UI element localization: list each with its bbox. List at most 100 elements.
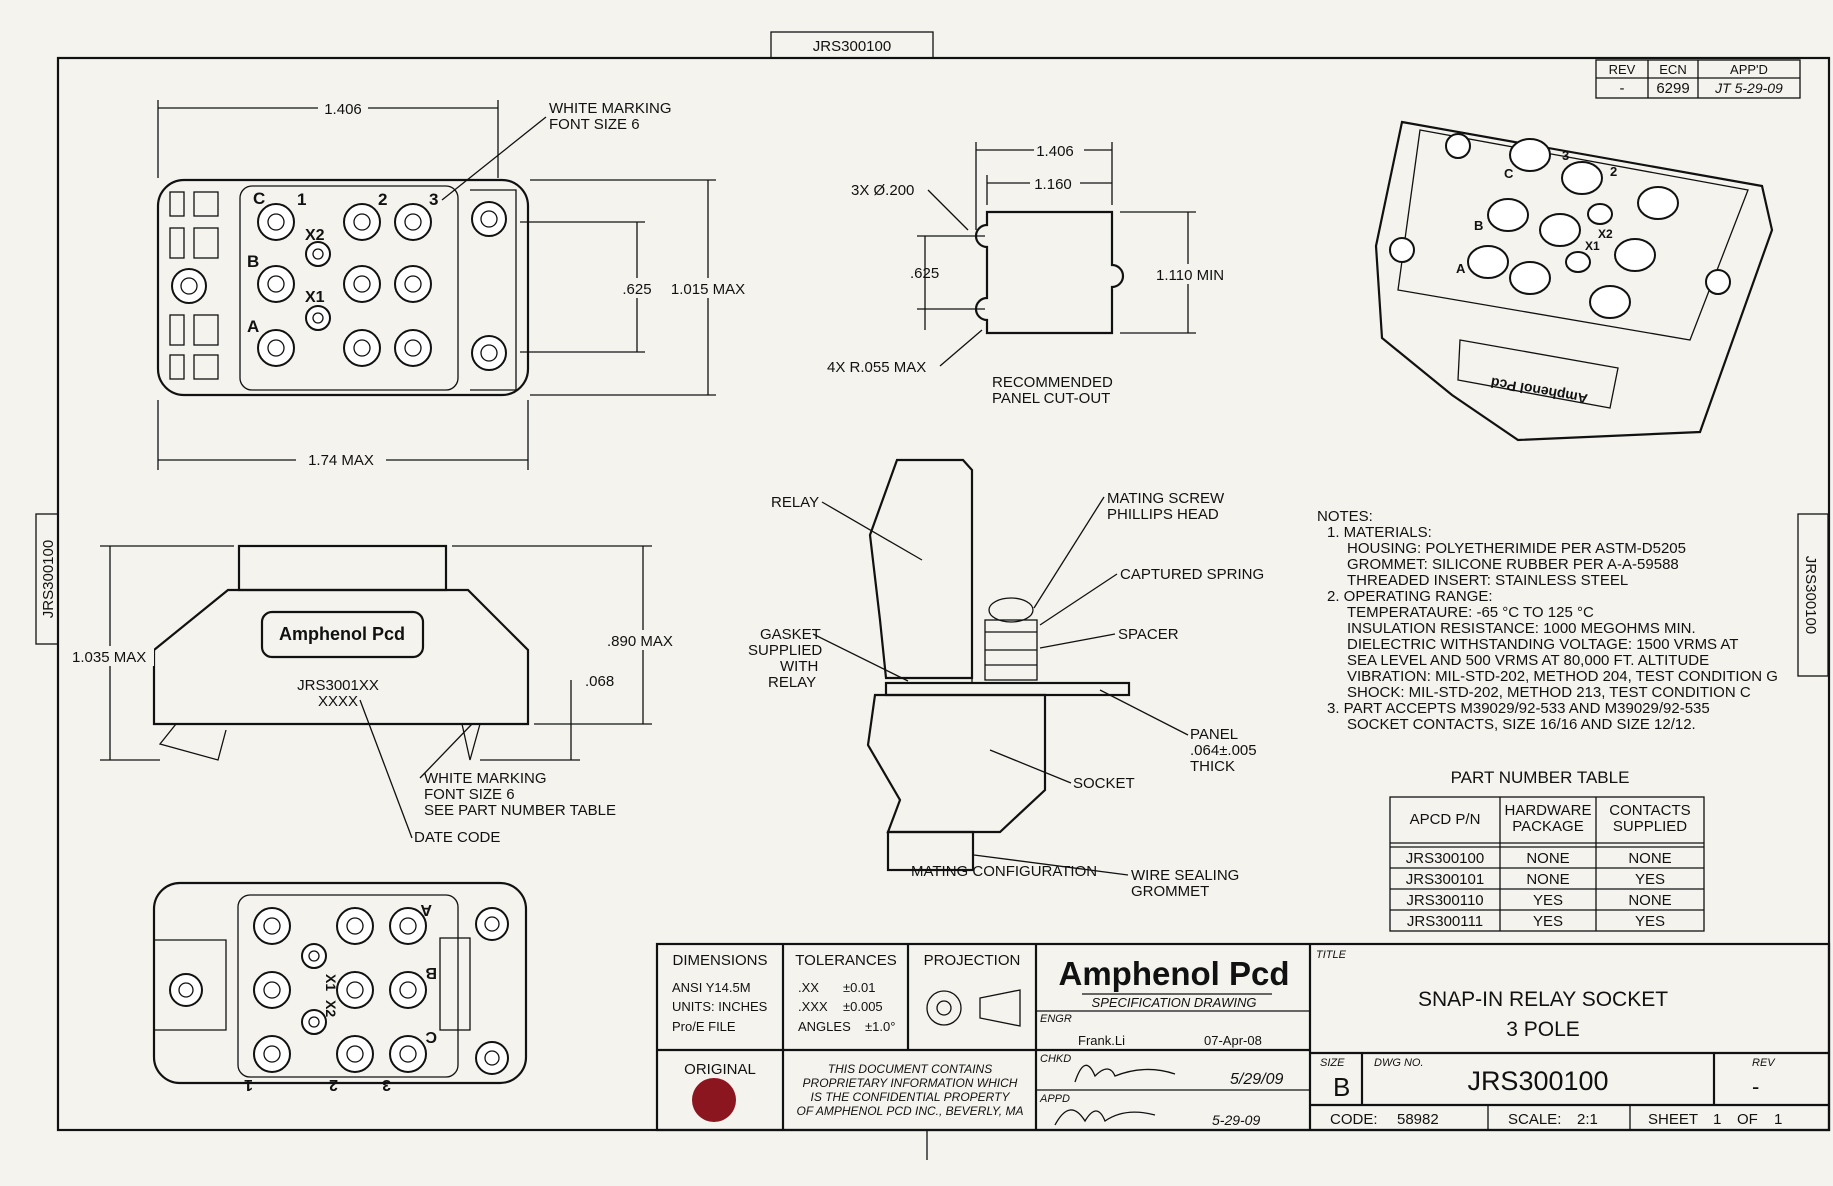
tb-tol-key: .XX bbox=[798, 980, 819, 995]
bottom-col-label-3: 3 bbox=[382, 1076, 391, 1093]
side-note-3: SEE PART NUMBER TABLE bbox=[424, 802, 616, 819]
tb-dim-2: UNITS: INCHES bbox=[672, 999, 768, 1014]
side-view-brand: Amphenol Pcd bbox=[279, 624, 405, 644]
pt-cell: NONE bbox=[1628, 892, 1671, 909]
tb-scale-label: SCALE: bbox=[1508, 1111, 1561, 1128]
mating-gasket-4: RELAY bbox=[768, 674, 816, 691]
mating-screw-head bbox=[988, 597, 1034, 623]
pt-cell: YES bbox=[1635, 871, 1665, 888]
tb-engr-date: 07-Apr-08 bbox=[1204, 1033, 1262, 1048]
side-view-part: JRS3001XX bbox=[297, 677, 379, 694]
top-contact-grid bbox=[257, 203, 432, 367]
mating-caption: MATING CONFIGURATION bbox=[911, 863, 1097, 880]
pt-header-hw-1: HARDWARE bbox=[1505, 802, 1592, 819]
tb-appd-date: 5-29-09 bbox=[1212, 1112, 1260, 1128]
tb-tol-val: ±0.005 bbox=[843, 999, 883, 1014]
tb-title-1: SNAP-IN RELAY SOCKET bbox=[1418, 988, 1668, 1011]
tb-tolerances-h: TOLERANCES bbox=[795, 952, 896, 969]
tb-code: 58982 bbox=[1397, 1111, 1439, 1128]
col-label-3: 3 bbox=[429, 190, 438, 209]
tb-rev: - bbox=[1752, 1074, 1759, 1099]
pt-cell: YES bbox=[1533, 892, 1563, 909]
iso-label-3: 3 bbox=[1562, 148, 1569, 163]
mating-gasket-2: SUPPLIED bbox=[748, 642, 822, 659]
tb-dwg-label: DWG NO. bbox=[1374, 1057, 1424, 1069]
top-view-latch bbox=[470, 189, 517, 391]
tb-appd-label: APPD bbox=[1039, 1093, 1070, 1105]
bottom-view: A B C 1 2 3 X1 X2 bbox=[152, 881, 528, 1093]
tb-size: B bbox=[1333, 1072, 1350, 1102]
mount-hole-right-bottom bbox=[471, 335, 507, 371]
tb-title-label: TITLE bbox=[1316, 949, 1347, 961]
pt-cell: NONE bbox=[1526, 871, 1569, 888]
bottom-contact-grid bbox=[253, 907, 427, 1073]
iso-contacts bbox=[1467, 138, 1679, 319]
projection-circle-inner bbox=[936, 1000, 952, 1016]
notes-line: GROMMET: SILICONE RUBBER PER A-A-59588 bbox=[1347, 556, 1679, 573]
notes-heading: NOTES: bbox=[1317, 508, 1373, 525]
bottom-col-label-2: 2 bbox=[329, 1076, 338, 1093]
bottom-mount-hole-right-top bbox=[475, 907, 509, 941]
iso-label-b: B bbox=[1474, 218, 1483, 233]
pt-header-hw-2: PACKAGE bbox=[1512, 818, 1583, 835]
original-stamp bbox=[692, 1078, 736, 1122]
mating-panel-3: THICK bbox=[1190, 758, 1235, 775]
notes-line: VIBRATION: MIL-STD-202, METHOD 204, TEST… bbox=[1347, 668, 1778, 685]
iso-body bbox=[1374, 120, 1774, 442]
tb-tol-val: ±1.0° bbox=[865, 1019, 895, 1034]
tb-rev-label: REV bbox=[1752, 1057, 1776, 1069]
col-label-1: 1 bbox=[297, 190, 306, 209]
cutout-outline bbox=[974, 210, 1125, 335]
dim-width: 1.406 bbox=[324, 101, 362, 118]
side-dim-height: 1.035 MAX bbox=[72, 649, 146, 666]
marking-leader bbox=[441, 116, 547, 201]
tb-projection-h: PROJECTION bbox=[924, 952, 1021, 969]
cutout-holes: 3X Ø.200 bbox=[851, 182, 914, 199]
marking-note-1: WHITE MARKING bbox=[549, 100, 672, 117]
mating-spacer-label: SPACER bbox=[1118, 626, 1179, 643]
tb-prop-1: THIS DOCUMENT CONTAINS bbox=[828, 1062, 992, 1076]
tb-original: ORIGINAL bbox=[684, 1061, 756, 1078]
pt-cell: JRS300110 bbox=[1406, 892, 1483, 909]
pt-cell: JRS300100 bbox=[1406, 850, 1484, 867]
right-id-label: JRS300100 bbox=[1802, 556, 1819, 634]
chkd-signature bbox=[1074, 1064, 1176, 1083]
tb-of-label: OF bbox=[1737, 1111, 1758, 1128]
tb-spec: SPECIFICATION DRAWING bbox=[1092, 995, 1257, 1010]
mount-hole-left bbox=[171, 268, 207, 304]
side-view-brand-box bbox=[260, 610, 425, 659]
mating-socket bbox=[866, 693, 1047, 834]
appd-signature: JT 5-29-09 bbox=[1714, 80, 1783, 96]
title-block: DIMENSIONS ANSI Y14.5M UNITS: INCHES Pro… bbox=[655, 942, 1831, 1132]
top-view: C B A 1 2 3 X2 X1 1.74 MAX 1.406 .625 1.… bbox=[156, 98, 750, 470]
pt-header-ct-2: SUPPLIED bbox=[1613, 818, 1687, 835]
revision-block: REV ECN APP'D - 6299 JT 5-29-09 bbox=[1595, 59, 1801, 99]
rev-header: REV bbox=[1609, 62, 1636, 77]
tb-prop-3: IS THE CONFIDENTIAL PROPERTY bbox=[811, 1090, 1011, 1104]
tb-tol-val: ±0.01 bbox=[843, 980, 875, 995]
pt-cell: JRS300111 bbox=[1407, 913, 1483, 930]
notes-line: SHOCK: MIL-STD-202, METHOD 213, TEST CON… bbox=[1347, 684, 1751, 701]
notes-line: DIELECTRIC WITHSTANDING VOLTAGE: 1500 VR… bbox=[1347, 636, 1738, 653]
ecn-value: 6299 bbox=[1656, 80, 1689, 97]
mating-spring-label: CAPTURED SPRING bbox=[1120, 566, 1264, 583]
bottom-row-label-a: A bbox=[420, 901, 432, 918]
isometric-view: C B A 3 2 X2 X1 Amphenol Pcd bbox=[1374, 120, 1774, 442]
side-view: Amphenol Pcd JRS3001XX XXXX 1.035 MAX .8… bbox=[68, 544, 680, 846]
side-view-clip-right bbox=[461, 723, 481, 761]
pt-cell: YES bbox=[1635, 913, 1665, 930]
dim-overall: 1.74 MAX bbox=[308, 452, 374, 469]
dim-pitch: .625 bbox=[622, 281, 651, 298]
iso-label-x1: X1 bbox=[1585, 239, 1600, 253]
top-id-tab bbox=[770, 31, 934, 59]
tb-prop-4: OF AMPHENOL PCD INC., BEVERLY, MA bbox=[797, 1104, 1024, 1118]
tb-title-2: 3 POLE bbox=[1506, 1018, 1580, 1041]
mating-socket-label: SOCKET bbox=[1073, 775, 1135, 792]
tb-chkd-date: 5/29/09 bbox=[1230, 1071, 1283, 1088]
tb-dim-1: ANSI Y14.5M bbox=[672, 980, 751, 995]
bottom-row-label-c: C bbox=[425, 1028, 437, 1045]
row-label-c: C bbox=[253, 189, 265, 208]
tb-code-label: CODE: bbox=[1330, 1111, 1378, 1128]
mating-grommet bbox=[886, 830, 975, 872]
tb-dwg-no: JRS300100 bbox=[1467, 1066, 1608, 1096]
